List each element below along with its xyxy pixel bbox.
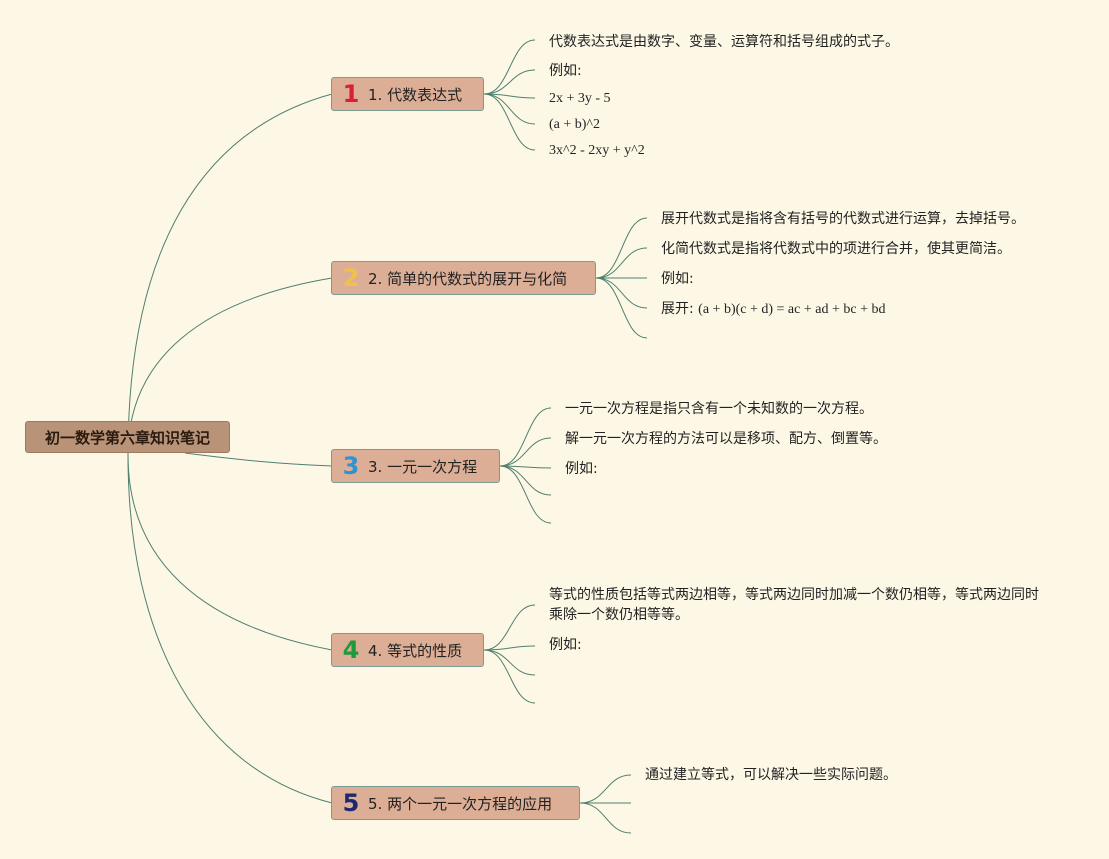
link-b3-l1 (499, 407, 552, 467)
leaf-text: 一元一次方程是指只含有一个未知数的一次方程。 (565, 401, 873, 417)
link-b2-l2 (595, 247, 648, 279)
leaf-formula: (a + b)(c + d) = ac + ad + bc + bd (698, 302, 886, 317)
leaf-text: 2x + 3y - 5 (549, 91, 611, 106)
link-root-branch-1 (127, 93, 333, 456)
branch-title: 4. 等式的性质 (368, 641, 463, 660)
branch-title: 5. 两个一元一次方程的应用 (368, 794, 553, 813)
branch-title: 3. 一元一次方程 (368, 457, 478, 476)
branch-title: 2. 简单的代数式的展开与化简 (368, 269, 568, 288)
leaf-text: 例如: (565, 461, 598, 477)
branch-node-1[interactable]: 1 1. 代数表达式 (331, 77, 484, 111)
link-b4-l2 (483, 645, 536, 651)
link-root-branch-3 (184, 452, 333, 467)
link-b4-l4 (483, 649, 536, 704)
leaf-text: 展开: (661, 301, 694, 317)
leaf-text: 化简代数式是指将代数式中的项进行合并，使其更简洁。 (661, 241, 1011, 257)
leaf-text: 解一元一次方程的方法可以是移项、配方、倒置等。 (565, 431, 887, 447)
link-b5-l1 (579, 774, 632, 804)
leaf-text: 例如: (661, 271, 694, 287)
leaf-text: 展开代数式是指将含有括号的代数式进行运算，去掉括号。 (661, 211, 1025, 227)
link-b2-l5 (595, 277, 648, 339)
leaf-text: (a + b)^2 (549, 117, 601, 132)
link-b1-l1 (483, 39, 536, 95)
leaf-text: 代数表达式是由数字、变量、运算符和括号组成的式子。 (549, 34, 899, 50)
link-root-branch-2 (127, 277, 333, 456)
link-b1-l2 (483, 69, 536, 95)
leaf-text: 例如: (549, 637, 582, 653)
link-b1-l5 (483, 93, 536, 151)
leaf-text: 3x^2 - 2xy + y^2 (549, 143, 645, 158)
branch-node-5[interactable]: 5 5. 两个一元一次方程的应用 (331, 786, 580, 820)
leaf-text: 等式的性质包括等式两边相等，等式两边同时加减一个数仍相等，等式两边同时乘除一个数… (549, 587, 1039, 623)
number-5-icon: 5 (342, 789, 360, 817)
branch-title: 1. 代数表达式 (368, 85, 463, 104)
number-3-icon: 3 (342, 452, 360, 480)
leaf-row: 展开: (a + b)(c + d) = ac + ad + bc + bd (661, 299, 885, 320)
number-1-icon: 1 (342, 80, 360, 108)
leaf-text: 通过建立等式，可以解决一些实际问题。 (645, 767, 897, 783)
link-b2-l1 (595, 217, 648, 279)
leaf-text: 例如: (549, 63, 582, 79)
link-b4-l1 (483, 604, 536, 651)
branch-node-2[interactable]: 2 2. 简单的代数式的展开与化简 (331, 261, 596, 295)
link-b3-l4 (499, 465, 552, 496)
link-b2-l4 (595, 277, 648, 309)
branch-node-4[interactable]: 4 4. 等式的性质 (331, 633, 484, 667)
link-root-branch-5 (127, 454, 333, 804)
number-4-icon: 4 (342, 636, 360, 664)
root-label: 初一数学第六章知识笔记 (44, 428, 210, 447)
link-b1-l4 (483, 93, 536, 125)
link-b3-l2 (499, 437, 552, 467)
link-b3-l5 (499, 465, 552, 524)
link-b4-l3 (483, 649, 536, 676)
number-2-icon: 2 (342, 264, 360, 292)
link-b5-l3 (579, 802, 632, 834)
link-root-branch-4 (127, 454, 333, 651)
root-node[interactable]: 初一数学第六章知识笔记 (25, 421, 230, 453)
branch-node-3[interactable]: 3 3. 一元一次方程 (331, 449, 500, 483)
